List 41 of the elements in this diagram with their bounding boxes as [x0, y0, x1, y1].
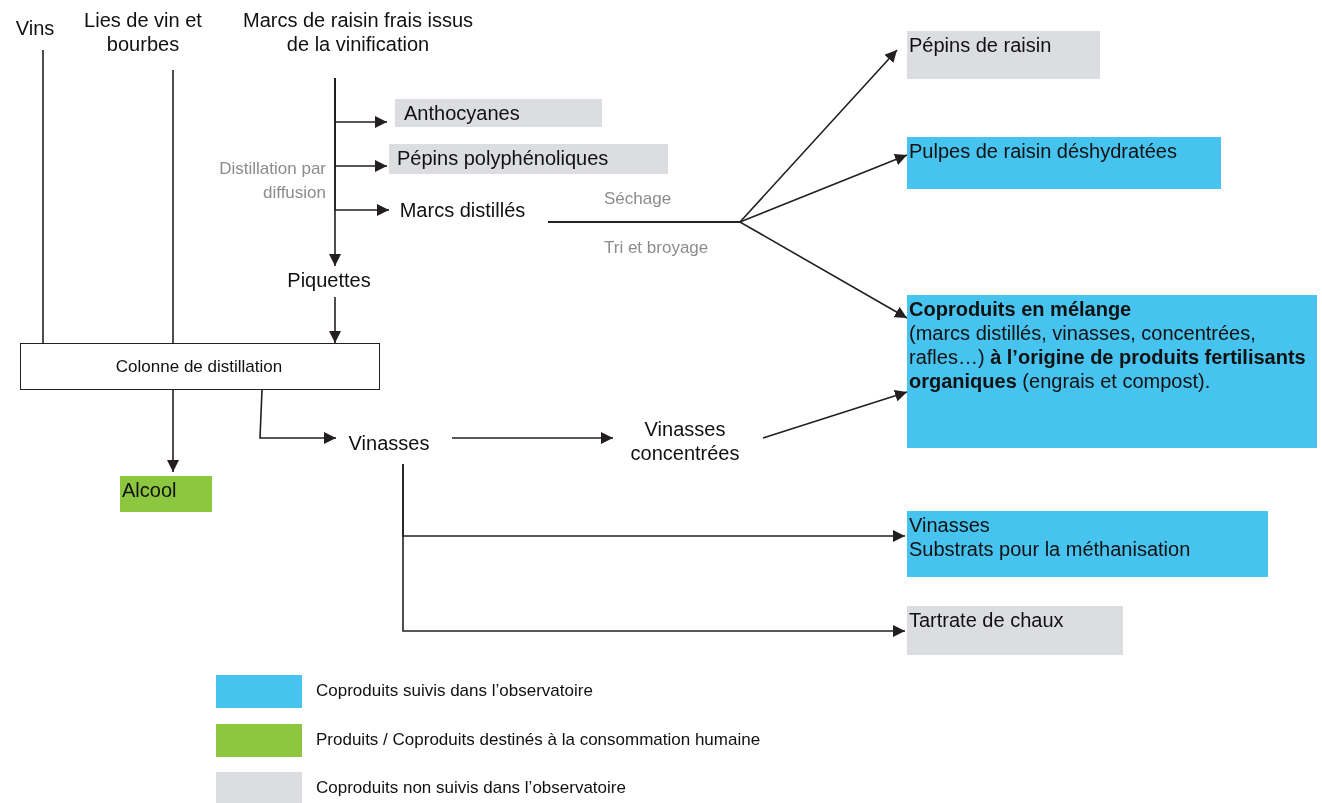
arrow [402, 463, 906, 637]
arrow [334, 77, 390, 216]
product-box [907, 137, 1221, 189]
arrow [259, 389, 337, 444]
box-label: Pépins de raisin [909, 33, 1053, 57]
legend-label: Coproduits suivis dans l’observatoire [316, 680, 593, 702]
box-label: Substrats pour la méthanisation [909, 537, 1192, 561]
product-box [389, 144, 668, 174]
box-label: (marcs distillés, vinasses, concentrées, rafles…) à l’origine de produits fertilisants organiques (engrais et compost). [909, 321, 1307, 393]
arrow [547, 221, 908, 319]
box-label: Pépins polyphénoliques [397, 146, 610, 170]
product-box [120, 476, 212, 512]
box-label: Anthocyanes [404, 101, 521, 125]
node-label: Vinasses [336, 431, 442, 459]
arrow [329, 296, 341, 344]
node-label: Vins [8, 16, 62, 44]
arrow [762, 389, 908, 439]
arrow [451, 432, 614, 444]
box-label: Tartrate de chaux [909, 608, 1065, 632]
box-label: Vinasses [909, 513, 991, 537]
process-step-label: Séchage [604, 188, 673, 210]
box-label: Alcool [122, 478, 178, 502]
process-step-label: Tri et broyage [604, 237, 710, 259]
arrow [167, 389, 179, 473]
product-box [907, 511, 1268, 577]
process-step-label: Distillation par diffusion [218, 158, 326, 204]
product-box [907, 31, 1100, 79]
node-label: Vinasses concentrées [613, 417, 757, 469]
legend-label: Coproduits non suivis dans l’observatoire [316, 777, 626, 799]
box-heading: Coproduits en mélange [909, 297, 1133, 321]
node-label: Marcs de raisin frais issus de la vinification [236, 8, 480, 64]
node-label: Piquettes [276, 268, 382, 295]
node-label: Marcs distillés [389, 198, 536, 226]
process-box [20, 343, 380, 390]
legend-label: Produits / Coproduits destinés à la consommation humaine [316, 729, 761, 751]
node-label: Lies de vin et bourbes [80, 8, 206, 64]
box-label: Pulpes de raisin déshydratées [909, 139, 1178, 163]
product-box [907, 295, 1317, 448]
box-label: Colonne de distillation [115, 355, 283, 378]
product-box [395, 99, 602, 127]
product-box [907, 606, 1123, 655]
